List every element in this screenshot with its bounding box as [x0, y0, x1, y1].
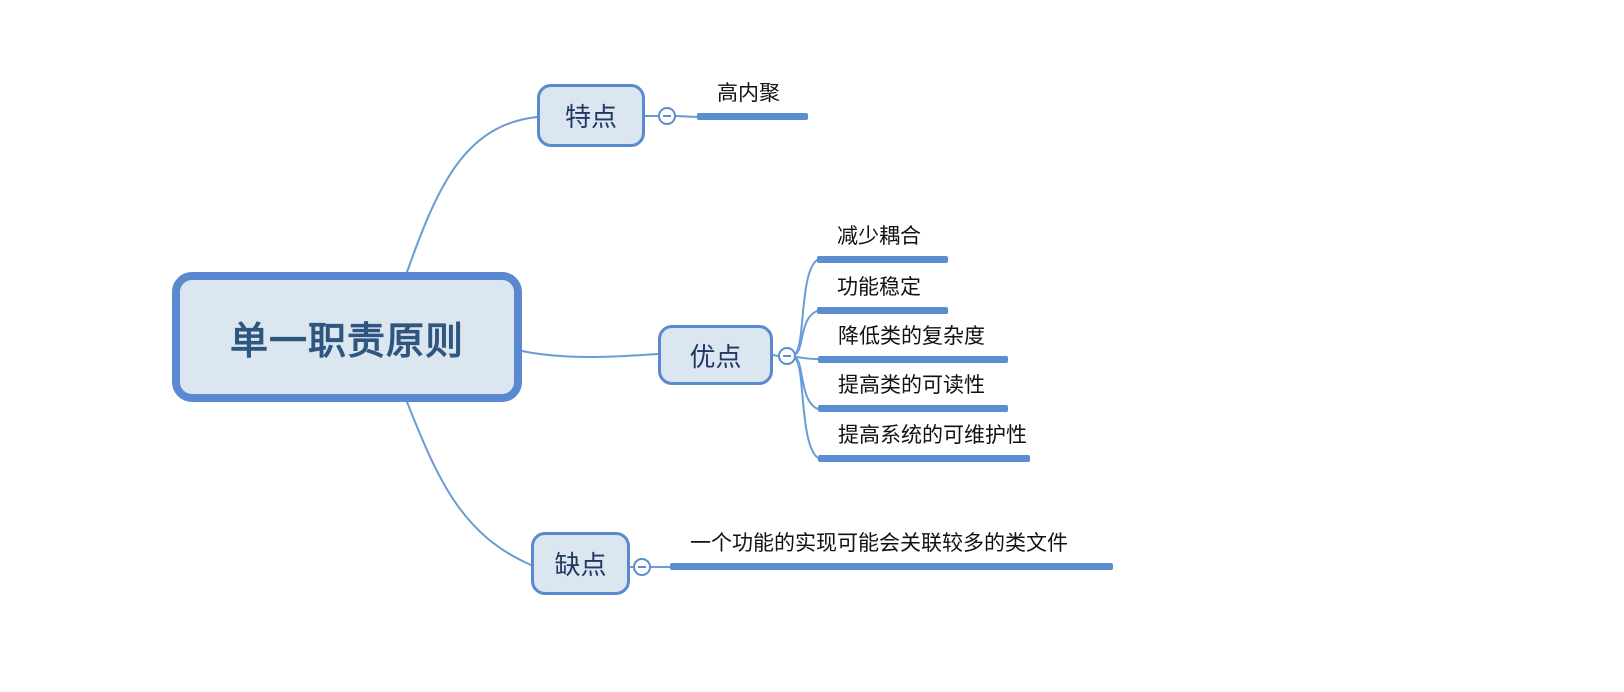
minus-icon — [638, 566, 646, 568]
collapse-button-tedian[interactable] — [658, 107, 676, 125]
leaf-underline — [818, 455, 1030, 462]
leaf-topic-label: 提高系统的可维护性 — [838, 424, 1027, 447]
leaf-underline — [817, 307, 948, 314]
connector-root-quedian — [406, 401, 532, 566]
leaf-topic[interactable]: 减少耦合 — [817, 223, 948, 263]
leaf-topic-label: 一个功能的实现可能会关联较多的类文件 — [690, 532, 1068, 555]
leaf-topic-label: 减少耦合 — [837, 225, 921, 248]
minus-icon — [783, 355, 791, 357]
connector-root-youdian — [521, 350, 659, 358]
leaf-topic-label: 功能稳定 — [837, 276, 921, 299]
connector-youdian-leaf3 — [795, 356, 819, 360]
leaf-topic[interactable]: 提高类的可读性 — [818, 372, 1008, 412]
leaf-underline — [818, 405, 1008, 412]
connector-youdian-circle — [772, 354, 779, 357]
branch-topic-label: 特点 — [564, 102, 617, 132]
connector-tedian-leaf — [675, 115, 698, 118]
leaf-underline — [817, 256, 948, 263]
root-topic[interactable]: 单一职责原则 — [172, 272, 522, 402]
branch-topic-youdian[interactable]: 优点 — [658, 325, 773, 385]
branch-topic-label: 优点 — [689, 341, 742, 372]
connector-root-tedian — [406, 116, 538, 273]
connector-youdian-leaf1 — [795, 259, 818, 354]
leaf-underline — [697, 113, 808, 120]
leaf-topic[interactable]: 降低类的复杂度 — [818, 323, 1008, 363]
leaf-underline — [818, 356, 1008, 363]
collapse-button-quedian[interactable] — [633, 558, 651, 576]
leaf-topic-label: 高内聚 — [717, 82, 780, 105]
leaf-topic-label: 提高类的可读性 — [838, 374, 985, 397]
leaf-underline — [670, 563, 1113, 570]
leaf-topic[interactable]: 功能稳定 — [817, 274, 948, 314]
leaf-topic[interactable]: 提高系统的可维护性 — [818, 422, 1030, 462]
collapse-button-youdian[interactable] — [778, 347, 796, 365]
root-topic-label: 单一职责原则 — [229, 320, 464, 363]
leaf-topic[interactable]: 一个功能的实现可能会关联较多的类文件 — [670, 530, 1113, 570]
leaf-topic[interactable]: 高内聚 — [697, 80, 808, 120]
connector-youdian-leaf5 — [795, 358, 819, 459]
branch-topic-label: 缺点 — [554, 550, 607, 580]
connector-youdian-leaf2 — [795, 310, 818, 355]
minus-icon — [663, 115, 671, 117]
leaf-topic-label: 降低类的复杂度 — [838, 325, 985, 348]
branch-topic-quedian[interactable]: 缺点 — [531, 532, 630, 595]
branch-topic-tedian[interactable]: 特点 — [537, 84, 645, 147]
